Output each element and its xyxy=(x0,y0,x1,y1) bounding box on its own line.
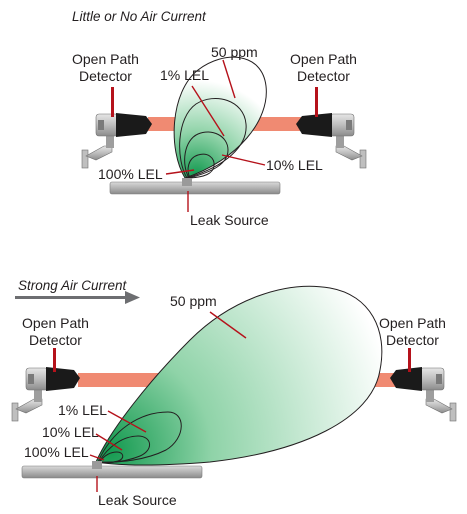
leak-point xyxy=(182,178,192,186)
left-detector-label-line1: Open Path xyxy=(72,51,139,67)
plume-10-lel xyxy=(98,435,150,463)
wind-direction-arrow-icon xyxy=(15,291,140,304)
label-10-lel: 10% LEL xyxy=(266,157,323,173)
leak-point xyxy=(92,461,102,469)
pointer xyxy=(315,87,318,117)
panel-strong-air-current: Strong Air Current xyxy=(11,278,457,508)
pipe xyxy=(109,178,281,195)
right-detector xyxy=(296,87,367,169)
panel-little-air-current: Little or No Air Current xyxy=(72,9,367,228)
plume-100-lel xyxy=(187,153,215,179)
left-detector-label-line2: Detector xyxy=(79,68,132,84)
pointer xyxy=(95,433,123,451)
pointer xyxy=(408,348,411,372)
plume-10-lel xyxy=(184,131,229,179)
label-1-lel: 1% LEL xyxy=(58,402,107,418)
label-50ppm: 50 ppm xyxy=(211,44,258,60)
left-detector-label-line2: Detector xyxy=(29,332,82,348)
pointer xyxy=(222,59,236,99)
right-detector-label-line2: Detector xyxy=(386,332,439,348)
plume-50ppm xyxy=(173,56,267,179)
label-50ppm: 50 ppm xyxy=(170,293,217,309)
label-leak-source: Leak Source xyxy=(98,492,177,508)
pointer xyxy=(89,454,105,461)
label-100-lel: 100% LEL xyxy=(98,166,163,182)
pointer xyxy=(165,169,195,175)
pointer xyxy=(111,87,114,117)
pointer xyxy=(221,154,266,166)
pointer xyxy=(107,410,147,433)
panel-title: Little or No Air Current xyxy=(72,9,207,24)
label-leak-source: Leak Source xyxy=(190,212,269,228)
left-detector xyxy=(81,87,152,169)
right-detector-label-line1: Open Path xyxy=(290,51,357,67)
pointer xyxy=(191,85,225,137)
label-10-lel: 10% LEL xyxy=(42,424,99,440)
label-1-lel: 1% LEL xyxy=(160,67,209,83)
pipe xyxy=(21,461,203,479)
plume-100-lel xyxy=(99,451,124,464)
pointer xyxy=(209,311,247,339)
panel-title: Strong Air Current xyxy=(18,278,128,293)
plume-50ppm xyxy=(95,285,383,466)
left-detector xyxy=(11,348,80,422)
right-detector-label-line2: Detector xyxy=(297,68,350,84)
left-detector-label-line1: Open Path xyxy=(22,315,89,331)
label-100-lel: 100% LEL xyxy=(24,444,89,460)
plume-1-lel xyxy=(97,411,182,463)
pointer xyxy=(53,348,56,372)
plume-1-lel xyxy=(179,98,247,179)
right-detector-label-line1: Open Path xyxy=(379,315,446,331)
right-detector xyxy=(390,348,457,422)
